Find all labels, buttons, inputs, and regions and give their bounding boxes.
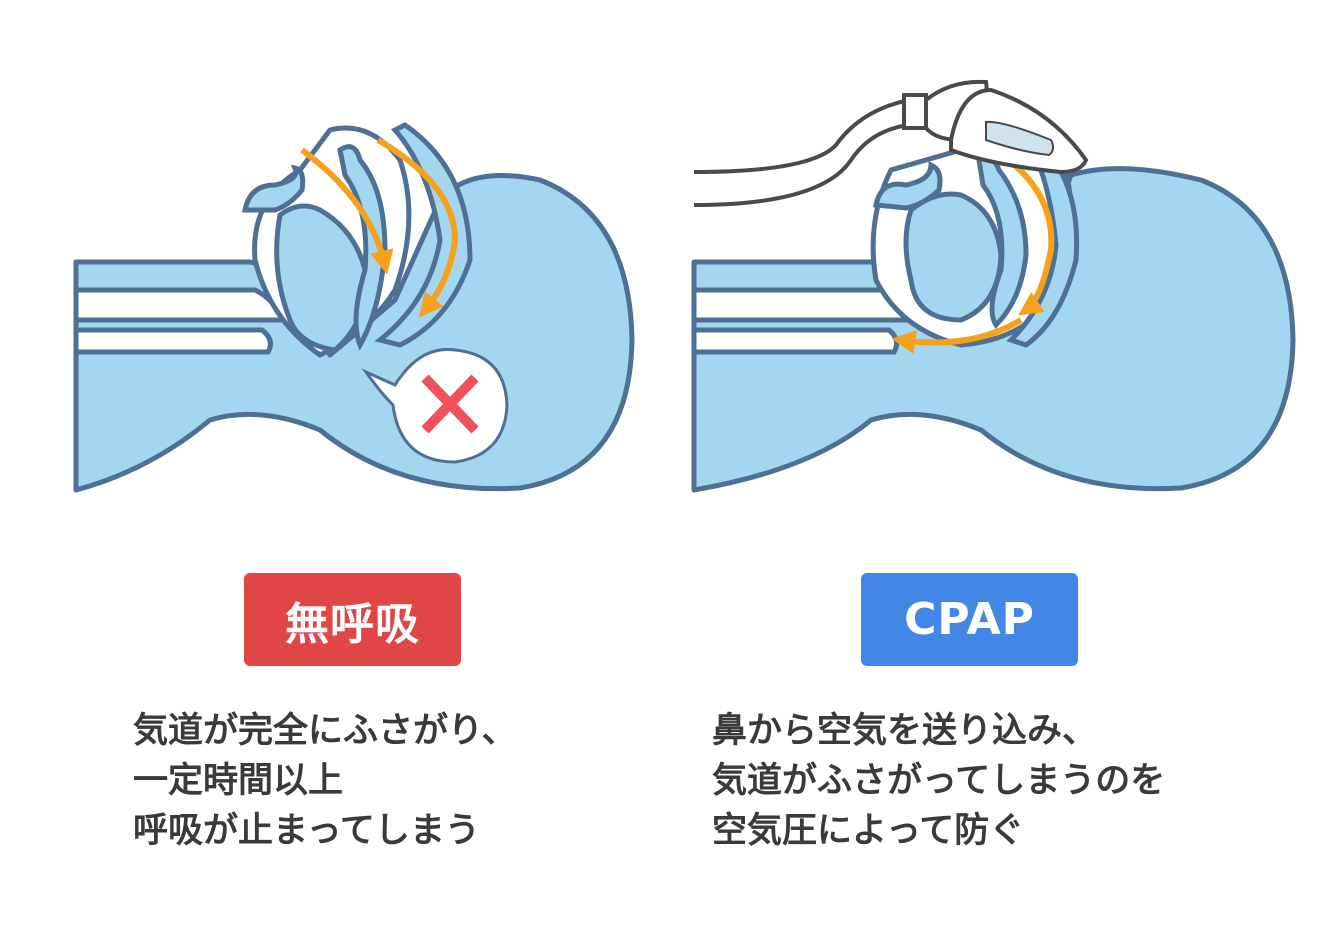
cpap-mask-icon [693, 79, 1089, 207]
caption-line: 鼻から空気を送り込み、 [712, 711, 1098, 751]
mask-window [985, 120, 1055, 157]
airflow-arrow [891, 317, 1023, 354]
airflow-arrow [300, 147, 394, 275]
caption-line: 一定時間以上 [133, 761, 344, 801]
oral-passage [691, 327, 900, 355]
epiglottis [976, 154, 1029, 329]
caption-line: 空気圧によって防ぐ [712, 811, 1025, 851]
tongue [903, 191, 1004, 323]
cpap-caption: 鼻から空気を送り込み、 気道がふさがってしまうのを 空気圧によって防ぐ [712, 706, 1165, 856]
nasal-passage [73, 287, 286, 323]
caption-line: 呼吸が止まってしまう [133, 811, 480, 851]
cross-mark-icon [421, 374, 479, 434]
apnea-badge: 無呼吸 [244, 573, 461, 666]
airway-obstructed-diagram [73, 122, 635, 493]
soft-palate [241, 164, 306, 213]
cpap-badge: CPAP [861, 573, 1078, 666]
soft-palate [873, 161, 943, 211]
airflow-arrow [376, 137, 459, 318]
caption-line: 気道がふさがってしまうのを [712, 761, 1166, 801]
epiglottis [337, 144, 388, 351]
airway-cpap-diagram [691, 79, 1296, 493]
apnea-caption: 気道が完全にふさがり、 一定時間以上 呼吸が止まってしまう [133, 706, 517, 856]
hose-connector [902, 93, 928, 130]
caption-line: 気道が完全にふさがり、 [133, 711, 517, 751]
airway-wall [374, 122, 473, 348]
nasal-passage [691, 287, 915, 323]
airway-wall [1006, 147, 1080, 348]
oral-passage [73, 327, 273, 355]
cpap-hose [693, 98, 911, 207]
